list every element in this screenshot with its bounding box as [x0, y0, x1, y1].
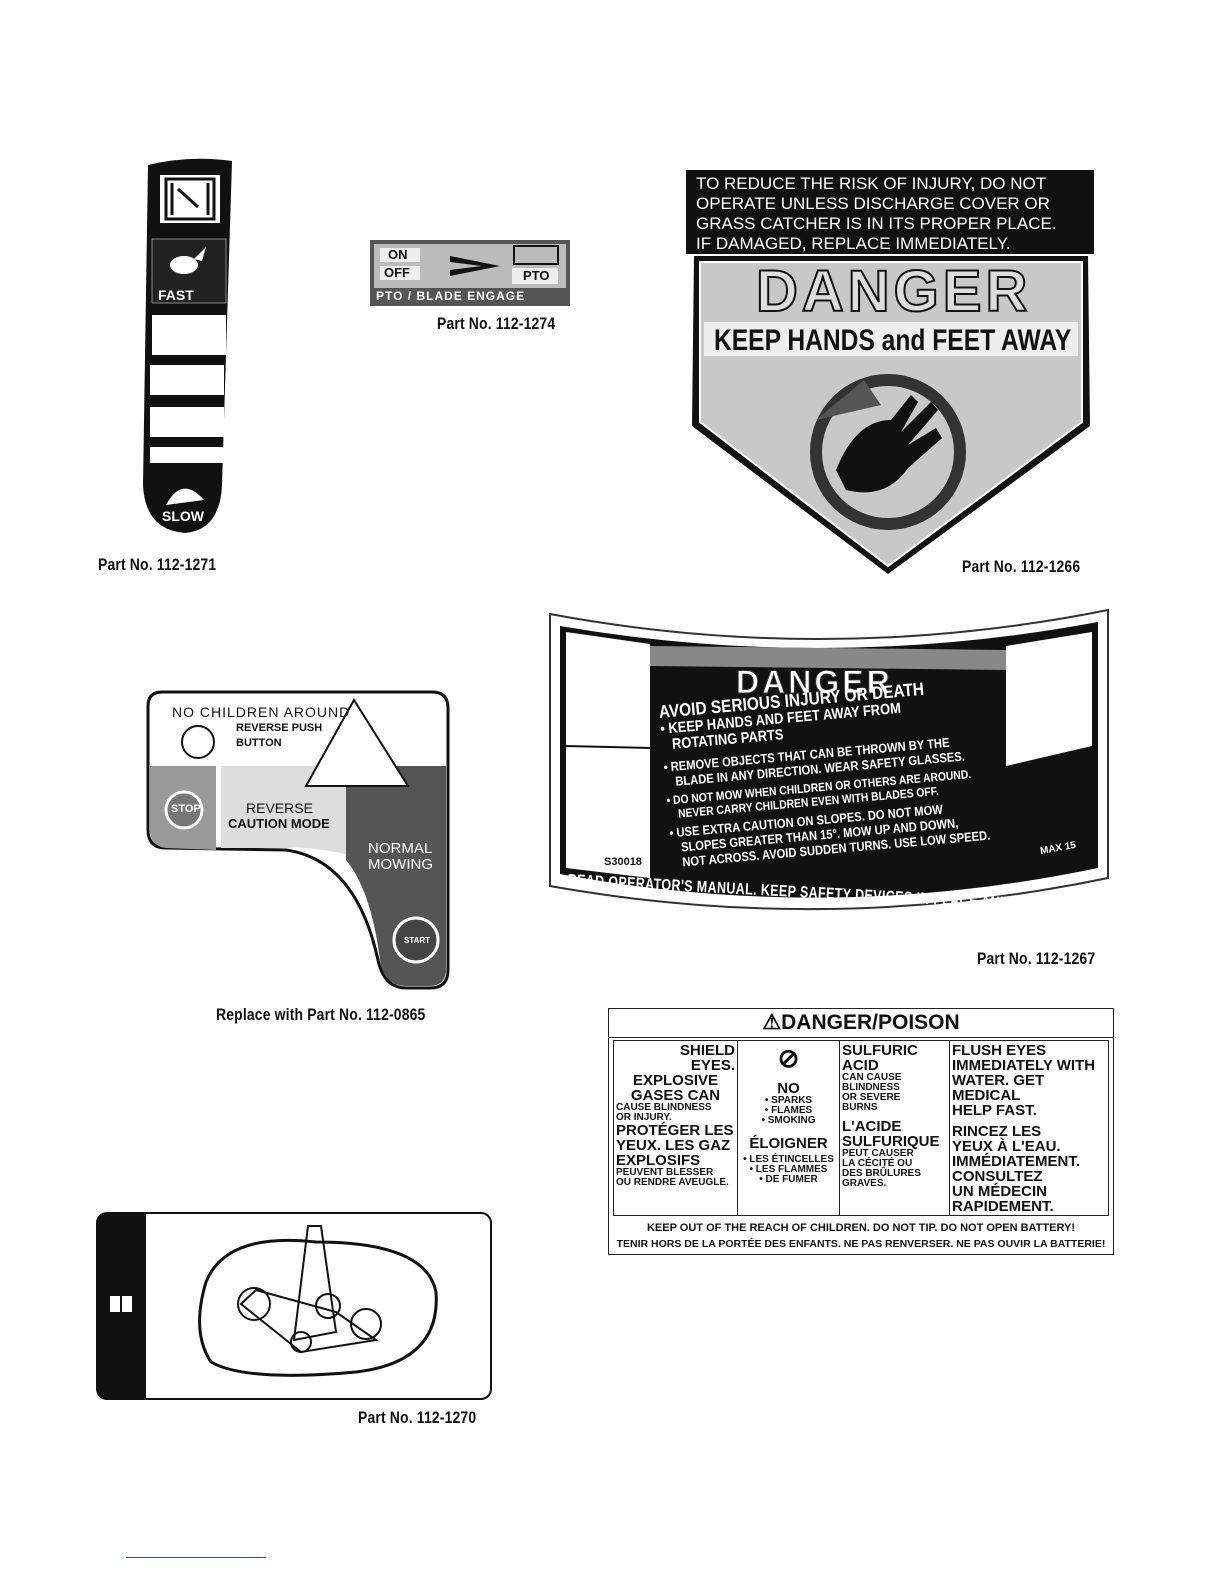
hands-keep-text: KEEP HANDS and FEET AWAY — [714, 324, 1072, 357]
poison-flames: • FLAMES — [764, 1105, 813, 1116]
poison-shield: SHIELD — [679, 1042, 735, 1059]
poison-yeux: YEUX. LES GAZ — [616, 1137, 731, 1154]
poison-cecite: LA CÉCITÉ OU — [842, 1158, 913, 1169]
poison-acide: L'ACIDE — [842, 1118, 902, 1135]
poison-explosifs: EXPLOSIFS — [616, 1152, 701, 1169]
part-number-0865: Replace with Part No. 112-0865 — [216, 1005, 426, 1024]
reverse-button-label: BUTTON — [236, 737, 282, 749]
hands-warning-line-2: OPERATE UNLESS DISCHARGE COVER OR — [696, 194, 1050, 213]
poison-medecin: UN MÉDECIN — [952, 1183, 1048, 1200]
throttle-fast-label: FAST — [158, 287, 194, 303]
poison-col-eyes: SHIELD EYES. EXPLOSIVE GASES CAN CAUSE B… — [614, 1041, 738, 1215]
poison-sparks: • SPARKS — [764, 1095, 813, 1106]
poison-water: WATER. GET MEDICAL — [952, 1072, 1045, 1104]
warning-triangle-icon: ⚠ — [762, 1011, 782, 1034]
poison-col-flush: FLUSH EYES IMMEDIATELY WITH WATER. GET M… — [950, 1041, 1108, 1215]
pto-caption: PTO / BLADE ENGAGE — [376, 289, 526, 303]
footer-rule — [126, 1557, 266, 1558]
start-icon: START — [404, 936, 431, 945]
serious-danger-word: DANGER — [736, 664, 893, 701]
poison-help: HELP FAST. — [952, 1102, 1037, 1119]
poison-gases: GASES CAN — [630, 1087, 721, 1104]
belt-routing-decal — [96, 1212, 492, 1400]
poison-col-acid: SULFURIC ACID CAN CAUSE BLINDNESS OR SEV… — [840, 1041, 950, 1215]
poison-immediatement: IMMÉDIATEMENT. — [952, 1153, 1081, 1170]
keep-hands-decal: TO REDUCE THE RISK OF INJURY, DO NOT OPE… — [686, 170, 1096, 580]
poison-footer-en: KEEP OUT OF THE REACH OF CHILDREN. DO NO… — [646, 1222, 1075, 1234]
mowing-label: MOWING — [368, 856, 433, 873]
no-smoking-icon: ⊘ — [777, 1043, 800, 1073]
part-number-1267: Part No. 112-1267 — [977, 949, 1096, 968]
pto-off-label: OFF — [384, 265, 410, 280]
poison-rendre: OU RENDRE AVEUGLE. — [616, 1177, 729, 1188]
danger-poison-label: ⚠DANGER/POISON SHIELD EYES. EXPLOSIVE GA… — [608, 1008, 1114, 1255]
caution-mode-label: CAUTION MODE — [228, 816, 330, 831]
part-number-1271: Part No. 112-1271 — [98, 555, 217, 574]
normal-label: NORMAL — [368, 840, 433, 857]
hands-warning-line-4: IF DAMAGED, REPLACE IMMEDIATELY. — [696, 234, 1011, 253]
reverse-caution-decal: NO CHILDREN AROUND REVERSE PUSH BUTTON S… — [146, 690, 450, 990]
reverse-label: REVERSE — [246, 800, 313, 816]
poison-peut-causer: PEUT CAUSER — [842, 1148, 914, 1159]
reverse-push-label: REVERSE PUSH — [236, 722, 323, 734]
poison-rapidement: RAPIDEMENT. — [952, 1198, 1054, 1215]
serious-injury-decal: DANGER AVOID SERIOUS INJURY OR DEATH • K… — [546, 606, 1112, 936]
poison-or-severe: OR SEVERE — [842, 1092, 901, 1103]
poison-consultez: CONSULTEZ — [952, 1168, 1043, 1185]
poison-rincez: RINCEZ LES — [952, 1123, 1042, 1140]
poison-etincelles: • LES ÉTINCELLES — [743, 1154, 834, 1165]
part-number-1274: Part No. 112-1274 — [437, 314, 556, 333]
poison-can-cause: CAN CAUSE — [842, 1072, 902, 1083]
poison-graves: GRAVES. — [842, 1178, 887, 1189]
pto-on-label: ON — [388, 247, 408, 262]
no-children-around: NO CHILDREN AROUND — [172, 704, 351, 720]
poison-injury: OR INJURY. — [616, 1112, 672, 1123]
poison-eloigner: ÉLOIGNER — [749, 1135, 828, 1152]
hands-warning-line-1: TO REDUCE THE RISK OF INJURY, DO NOT — [696, 174, 1047, 193]
poison-sulfurique: SULFURIQUE — [842, 1133, 940, 1150]
poison-fumer: • DE FUMER — [759, 1174, 818, 1185]
pto-pto-label: PTO — [523, 268, 550, 283]
serious-code: S30018 — [604, 856, 642, 868]
poison-smoking: • SMOKING — [761, 1115, 816, 1126]
poison-footer-fr: TENIR HORS DE LA PORTÉE DES ENFANTS. NE … — [616, 1238, 1106, 1250]
throttle-slow-label: SLOW — [162, 508, 204, 524]
poison-yeux-eau: YEUX À L'EAU. — [952, 1138, 1061, 1155]
poison-flush: FLUSH EYES — [952, 1042, 1047, 1059]
poison-explosive: EXPLOSIVE — [632, 1072, 719, 1089]
poison-peuvent: PEUVENT BLESSER — [616, 1167, 714, 1178]
poison-flammes: • LES FLAMMES — [749, 1164, 828, 1175]
throttle-decal: FAST SLOW — [140, 155, 240, 540]
poison-no: NO — [777, 1080, 800, 1097]
poison-burns: BURNS — [842, 1102, 878, 1113]
poison-proteger: PROTÉGER LES — [616, 1122, 734, 1139]
stop-icon: STOP — [171, 803, 201, 815]
hands-danger-word: DANGER — [755, 258, 1032, 325]
poison-eyes: EYES. — [690, 1057, 735, 1074]
poison-brulures: DES BRÛLURES — [842, 1168, 921, 1179]
poison-sulfuric: SULFURIC ACID — [842, 1042, 918, 1074]
pto-decal: ON OFF PTO PTO / BLADE ENGAGE — [370, 240, 570, 306]
part-number-1266: Part No. 112-1266 — [962, 557, 1081, 576]
poison-blindness: BLINDNESS — [842, 1082, 900, 1093]
poison-col-sparks: ⊘ NO • SPARKS • FLAMES • SMOKING ÉLOIGNE… — [738, 1041, 840, 1215]
hands-warning-line-3: GRASS CATCHER IS IN ITS PROPER PLACE. — [696, 214, 1057, 233]
poison-title: DANGER/POISON — [781, 1011, 960, 1034]
poison-cause: CAUSE BLINDNESS — [616, 1102, 712, 1113]
part-number-1270: Part No. 112-1270 — [358, 1408, 477, 1427]
poison-immediately: IMMEDIATELY WITH — [952, 1057, 1096, 1074]
